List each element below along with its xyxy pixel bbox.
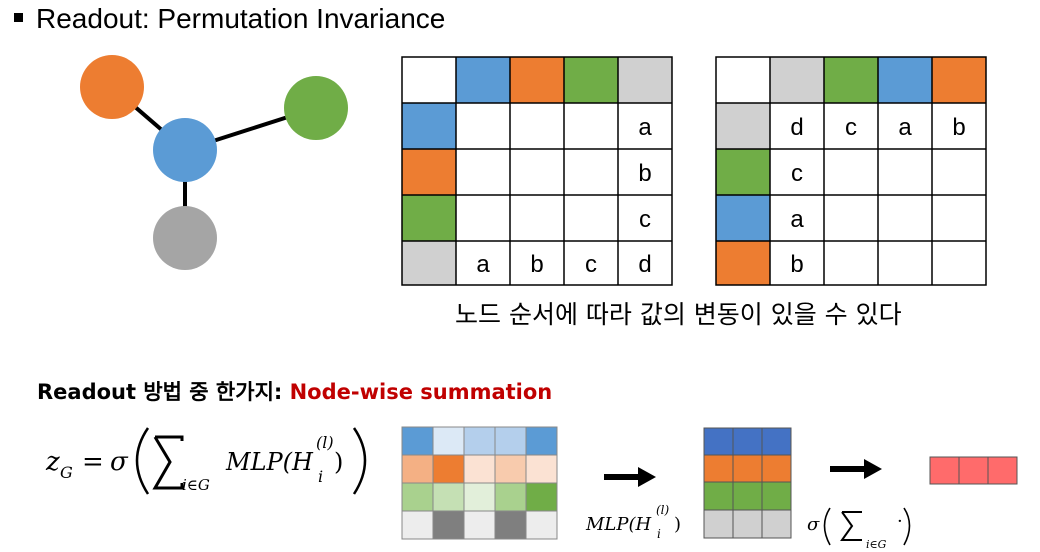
caption: 노드 순서에 따라 값의 변동이 있을 수 있다 bbox=[455, 300, 902, 329]
formula-mlp: MLP(H bbox=[225, 448, 314, 476]
right-row-d: d bbox=[790, 114, 803, 141]
right-row-b: b bbox=[952, 114, 965, 141]
sub-heading-highlight: Node-wise summation bbox=[289, 380, 553, 404]
slide-title: Readout: Permutation Invariance bbox=[36, 3, 446, 34]
left-row-c: c bbox=[585, 251, 597, 278]
sub-heading: Readout 방법 중 한가지: Node-wise summation bbox=[37, 376, 552, 406]
formula-lhs-sub: G bbox=[60, 463, 73, 482]
svg-text:σ: σ bbox=[807, 514, 820, 535]
svg-text:i: i bbox=[657, 527, 661, 541]
left-row-d: d bbox=[638, 251, 651, 278]
svg-text:=: = bbox=[82, 447, 104, 477]
svg-text:): ) bbox=[334, 448, 343, 476]
left-cell-a: a bbox=[638, 114, 652, 141]
right-col-c: c bbox=[791, 160, 803, 187]
svg-text:(l): (l) bbox=[656, 503, 670, 517]
formula-h-sub: i bbox=[318, 467, 323, 486]
right-row-c: c bbox=[845, 114, 857, 141]
formula-lhs: z bbox=[45, 447, 60, 477]
title-bullet bbox=[14, 13, 23, 22]
node-gray bbox=[153, 206, 217, 270]
formula-h-sup: (l) bbox=[316, 433, 334, 452]
svg-text:MLP(H: MLP(H bbox=[585, 514, 652, 535]
left-row-a: a bbox=[476, 251, 490, 278]
node-orange bbox=[80, 55, 144, 119]
svg-text:·: · bbox=[897, 511, 903, 532]
sub-heading-prefix: Readout 방법 중 한가지: bbox=[37, 380, 290, 404]
left-cell-b: b bbox=[638, 160, 651, 187]
right-col-b: b bbox=[790, 251, 803, 278]
svg-text:): ) bbox=[674, 514, 681, 535]
formula-sigma: σ bbox=[110, 447, 129, 477]
left-cell-c: c bbox=[639, 206, 651, 233]
svg-text:i∈G: i∈G bbox=[866, 538, 887, 551]
node-blue bbox=[153, 118, 217, 182]
right-col-a: a bbox=[790, 206, 804, 233]
right-row-a: a bbox=[898, 114, 912, 141]
node-green bbox=[284, 76, 348, 140]
formula-sum-index: i∈G bbox=[182, 476, 210, 494]
left-row-b: b bbox=[530, 251, 543, 278]
